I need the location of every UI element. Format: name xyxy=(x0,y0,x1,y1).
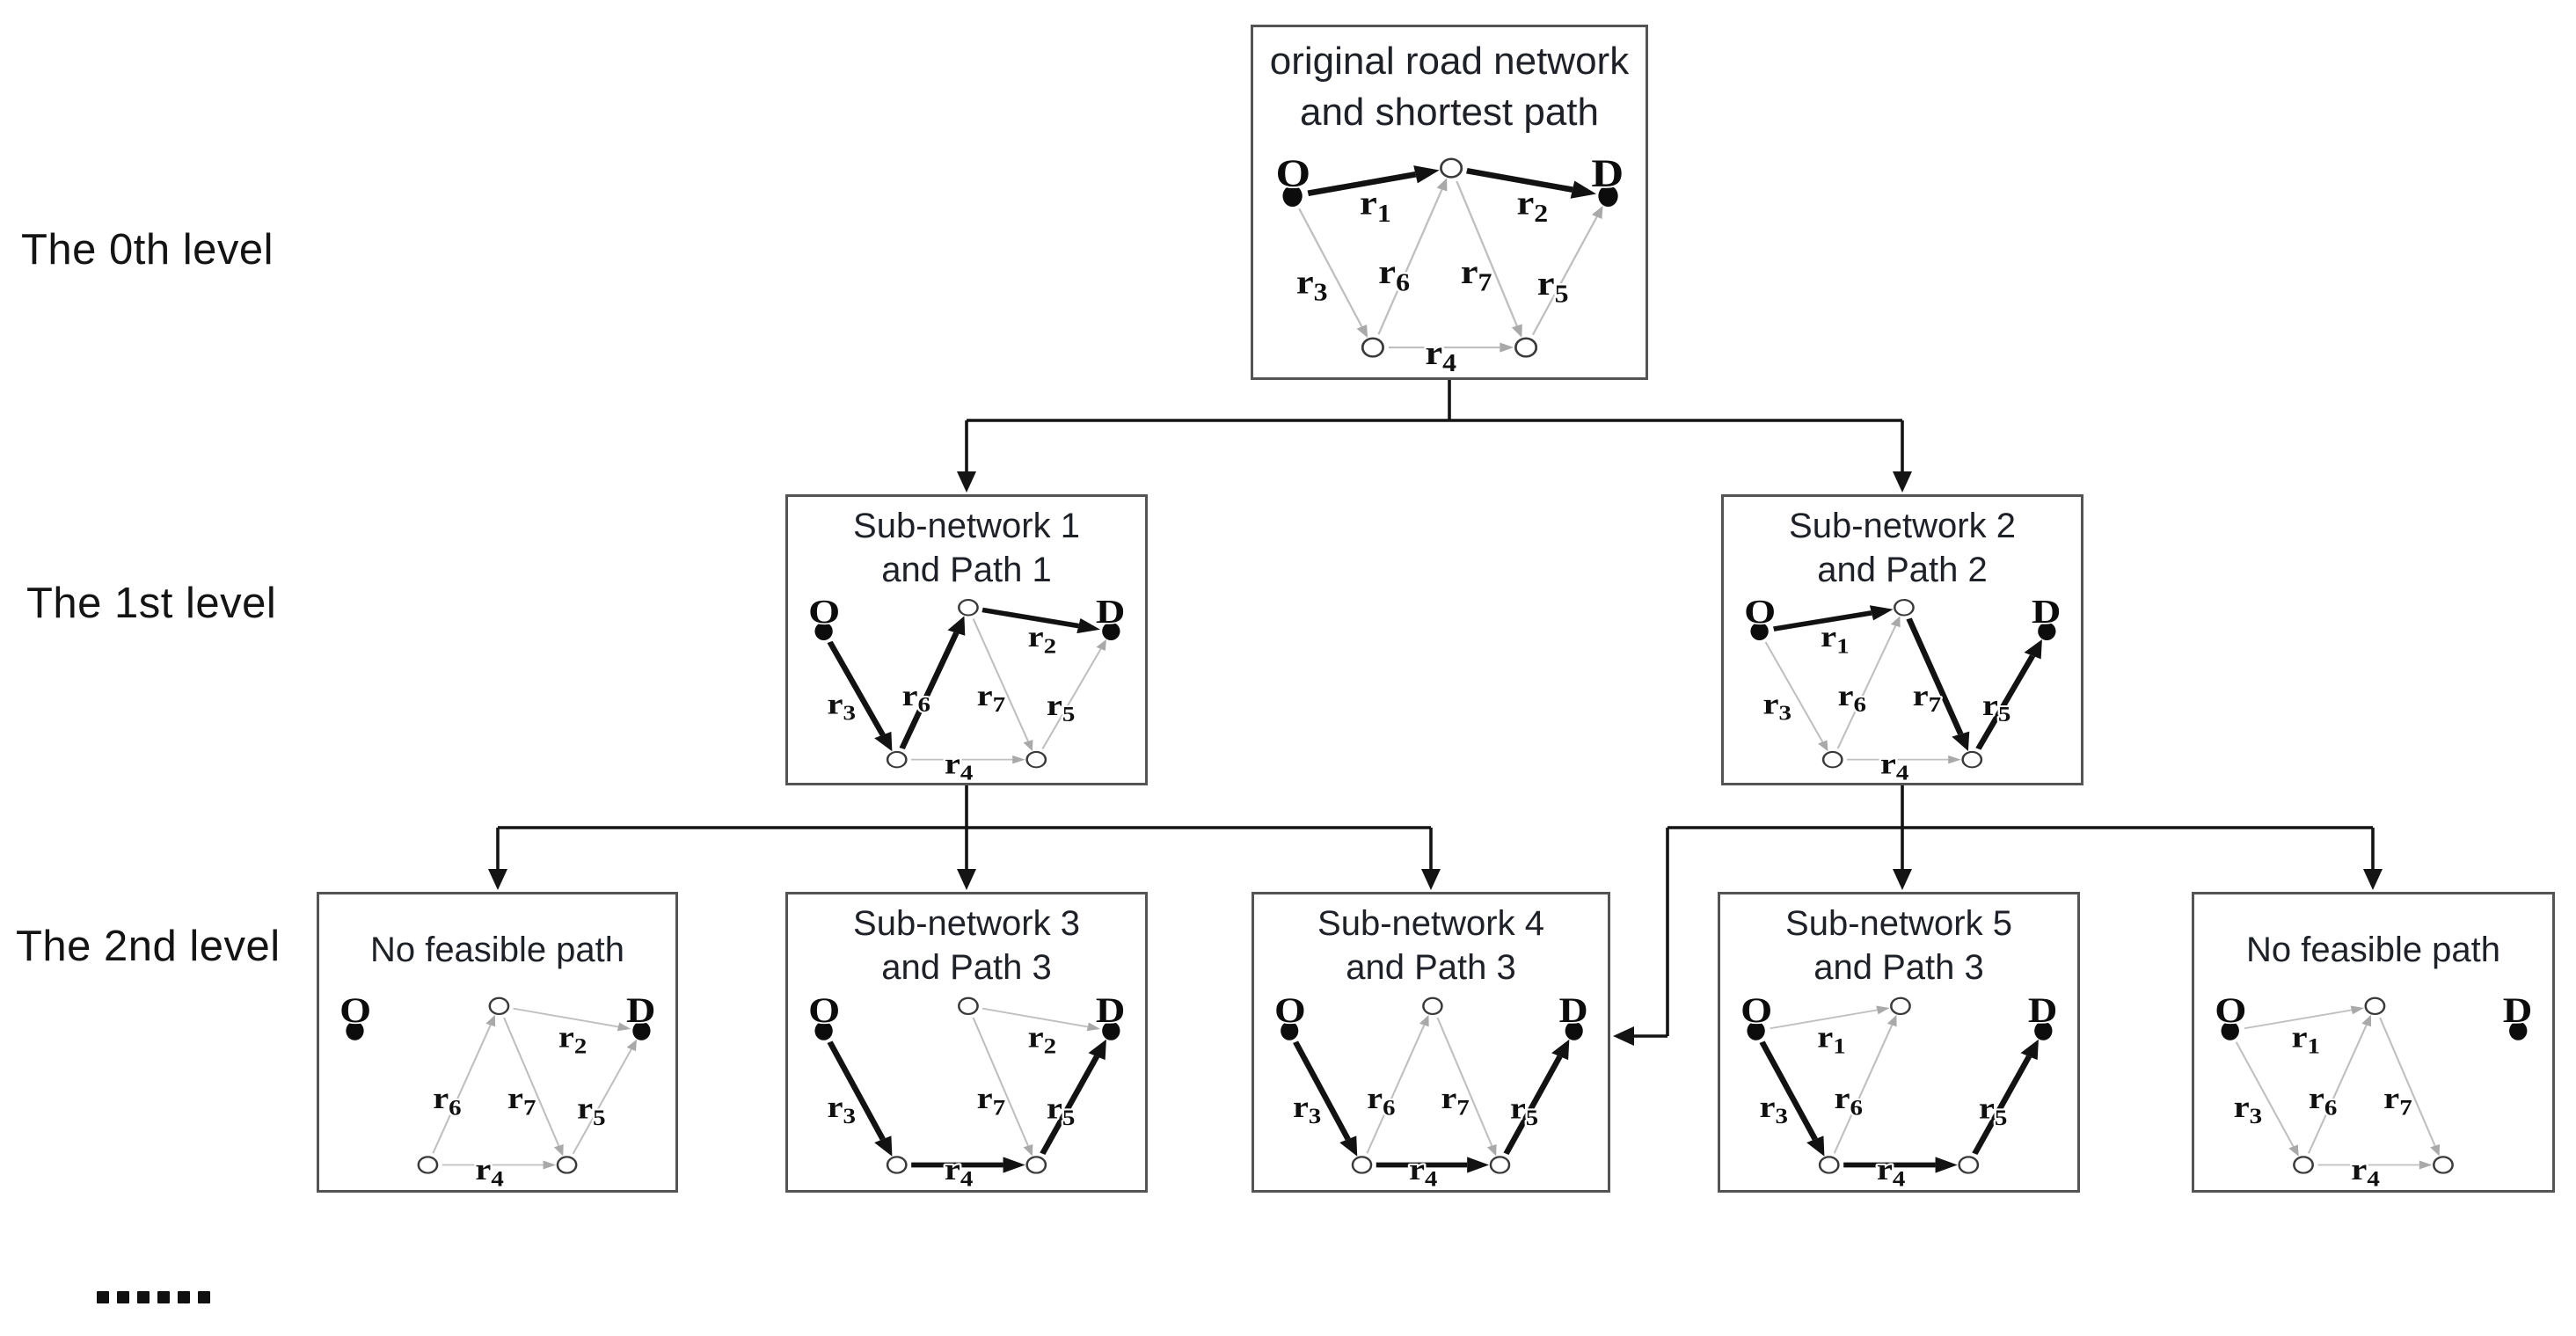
ellipsis-dot xyxy=(198,1291,210,1303)
svg-text:r5: r5 xyxy=(1047,690,1076,726)
box-original-network: original road network and shortest path … xyxy=(1251,25,1648,380)
svg-text:D: D xyxy=(2032,594,2062,631)
svg-text:O: O xyxy=(1275,151,1310,195)
svg-text:r4: r4 xyxy=(945,748,974,782)
svg-text:r6: r6 xyxy=(902,680,931,716)
svg-text:r7: r7 xyxy=(1913,680,1942,716)
svg-text:r2: r2 xyxy=(558,1020,587,1058)
box-title: Sub-network 5 and Path 3 xyxy=(1785,904,2012,987)
svg-text:r7: r7 xyxy=(1461,253,1492,296)
svg-text:r5: r5 xyxy=(577,1091,605,1129)
ellipsis-dot xyxy=(157,1291,170,1303)
box-title: Sub-network 1 and Path 1 xyxy=(853,507,1080,589)
ellipsis-dot xyxy=(178,1291,190,1303)
svg-text:r3: r3 xyxy=(1296,264,1328,307)
road-network-graph: O Dr1 r3 r4 r6 r7 xyxy=(2213,989,2534,1188)
box-title: No feasible path xyxy=(369,931,625,969)
svg-text:r1: r1 xyxy=(1360,185,1391,228)
svg-text:r6: r6 xyxy=(1367,1082,1395,1120)
svg-text:r2: r2 xyxy=(1028,621,1057,657)
svg-text:r4: r4 xyxy=(1425,334,1456,374)
svg-text:r6: r6 xyxy=(2309,1082,2338,1120)
svg-text:r3: r3 xyxy=(827,689,856,725)
box-title: Sub-network 2 and Path 2 xyxy=(1789,507,2016,589)
svg-text:r3: r3 xyxy=(2234,1090,2263,1128)
svg-text:O: O xyxy=(1274,992,1306,1031)
svg-text:r6: r6 xyxy=(433,1081,461,1119)
level-label-1st: The 1st level xyxy=(26,580,277,627)
svg-text:r7: r7 xyxy=(1441,1082,1469,1120)
svg-text:r2: r2 xyxy=(1028,1020,1057,1058)
svg-text:r3: r3 xyxy=(1293,1091,1321,1128)
svg-text:D: D xyxy=(1558,992,1587,1031)
svg-text:r5: r5 xyxy=(1537,266,1569,309)
svg-text:D: D xyxy=(2503,991,2533,1030)
svg-text:r6: r6 xyxy=(1838,680,1867,716)
box-title: No feasible path xyxy=(2245,931,2501,969)
road-network-graph: O Dr4 r5 r7 r2 r3 r6 xyxy=(806,592,1127,782)
svg-text:r1: r1 xyxy=(2291,1020,2320,1058)
svg-text:r6: r6 xyxy=(1835,1081,1864,1119)
svg-text:r7: r7 xyxy=(977,680,1006,716)
svg-text:O: O xyxy=(1740,991,1772,1030)
svg-text:r3: r3 xyxy=(1762,689,1792,725)
svg-text:r7: r7 xyxy=(2383,1082,2412,1120)
svg-text:r4: r4 xyxy=(1877,1153,1906,1188)
svg-text:D: D xyxy=(1591,151,1624,195)
box-title: Sub-network 4 and Path 3 xyxy=(1317,904,1544,987)
svg-text:r3: r3 xyxy=(827,1090,856,1128)
svg-text:r4: r4 xyxy=(945,1153,974,1188)
road-network-graph: O Dr3 r4 r6 r1 r5 r7 xyxy=(1742,592,2062,782)
svg-text:r4: r4 xyxy=(475,1153,503,1188)
svg-text:r3: r3 xyxy=(1759,1090,1788,1128)
svg-text:r1: r1 xyxy=(1821,621,1850,657)
svg-text:D: D xyxy=(1096,594,1126,631)
svg-text:r5: r5 xyxy=(1979,1091,2008,1129)
svg-text:D: D xyxy=(1096,991,1126,1030)
road-network-graph: O Dr2 r4 r5 r6 r7 xyxy=(338,990,657,1188)
ellipsis-dot xyxy=(117,1291,129,1303)
box-title: Sub-network 3 and Path 3 xyxy=(853,904,1080,987)
ellipsis-dot xyxy=(137,1291,150,1303)
road-network-graph: O Dr1 r6 r3 r4 r5 xyxy=(1739,989,2059,1188)
svg-text:O: O xyxy=(808,594,840,631)
svg-text:r7: r7 xyxy=(507,1081,536,1119)
svg-text:r1: r1 xyxy=(1817,1020,1846,1058)
svg-text:r2: r2 xyxy=(1516,185,1548,228)
svg-text:r5: r5 xyxy=(1982,690,2011,726)
svg-text:r4: r4 xyxy=(2351,1153,2380,1188)
ellipsis-dots xyxy=(97,1291,218,1303)
svg-text:D: D xyxy=(2028,991,2058,1030)
svg-text:O: O xyxy=(2215,991,2246,1030)
svg-text:r6: r6 xyxy=(1378,253,1410,296)
level-label-0th: The 0th level xyxy=(21,226,274,274)
svg-text:D: D xyxy=(626,992,655,1030)
level-label-2nd: The 2nd level xyxy=(16,923,281,970)
svg-text:O: O xyxy=(808,991,840,1030)
svg-text:r7: r7 xyxy=(977,1081,1006,1119)
svg-text:r4: r4 xyxy=(1880,748,1909,782)
svg-text:r4: r4 xyxy=(1409,1153,1437,1188)
svg-text:O: O xyxy=(339,992,371,1030)
road-network-graph: O Dr3 r4 r5 r6 r7 r1 r2 xyxy=(1273,150,1625,374)
box-title: original road network and shortest path xyxy=(1269,40,1630,135)
ellipsis-dot xyxy=(97,1291,109,1303)
svg-text:O: O xyxy=(1744,594,1776,631)
